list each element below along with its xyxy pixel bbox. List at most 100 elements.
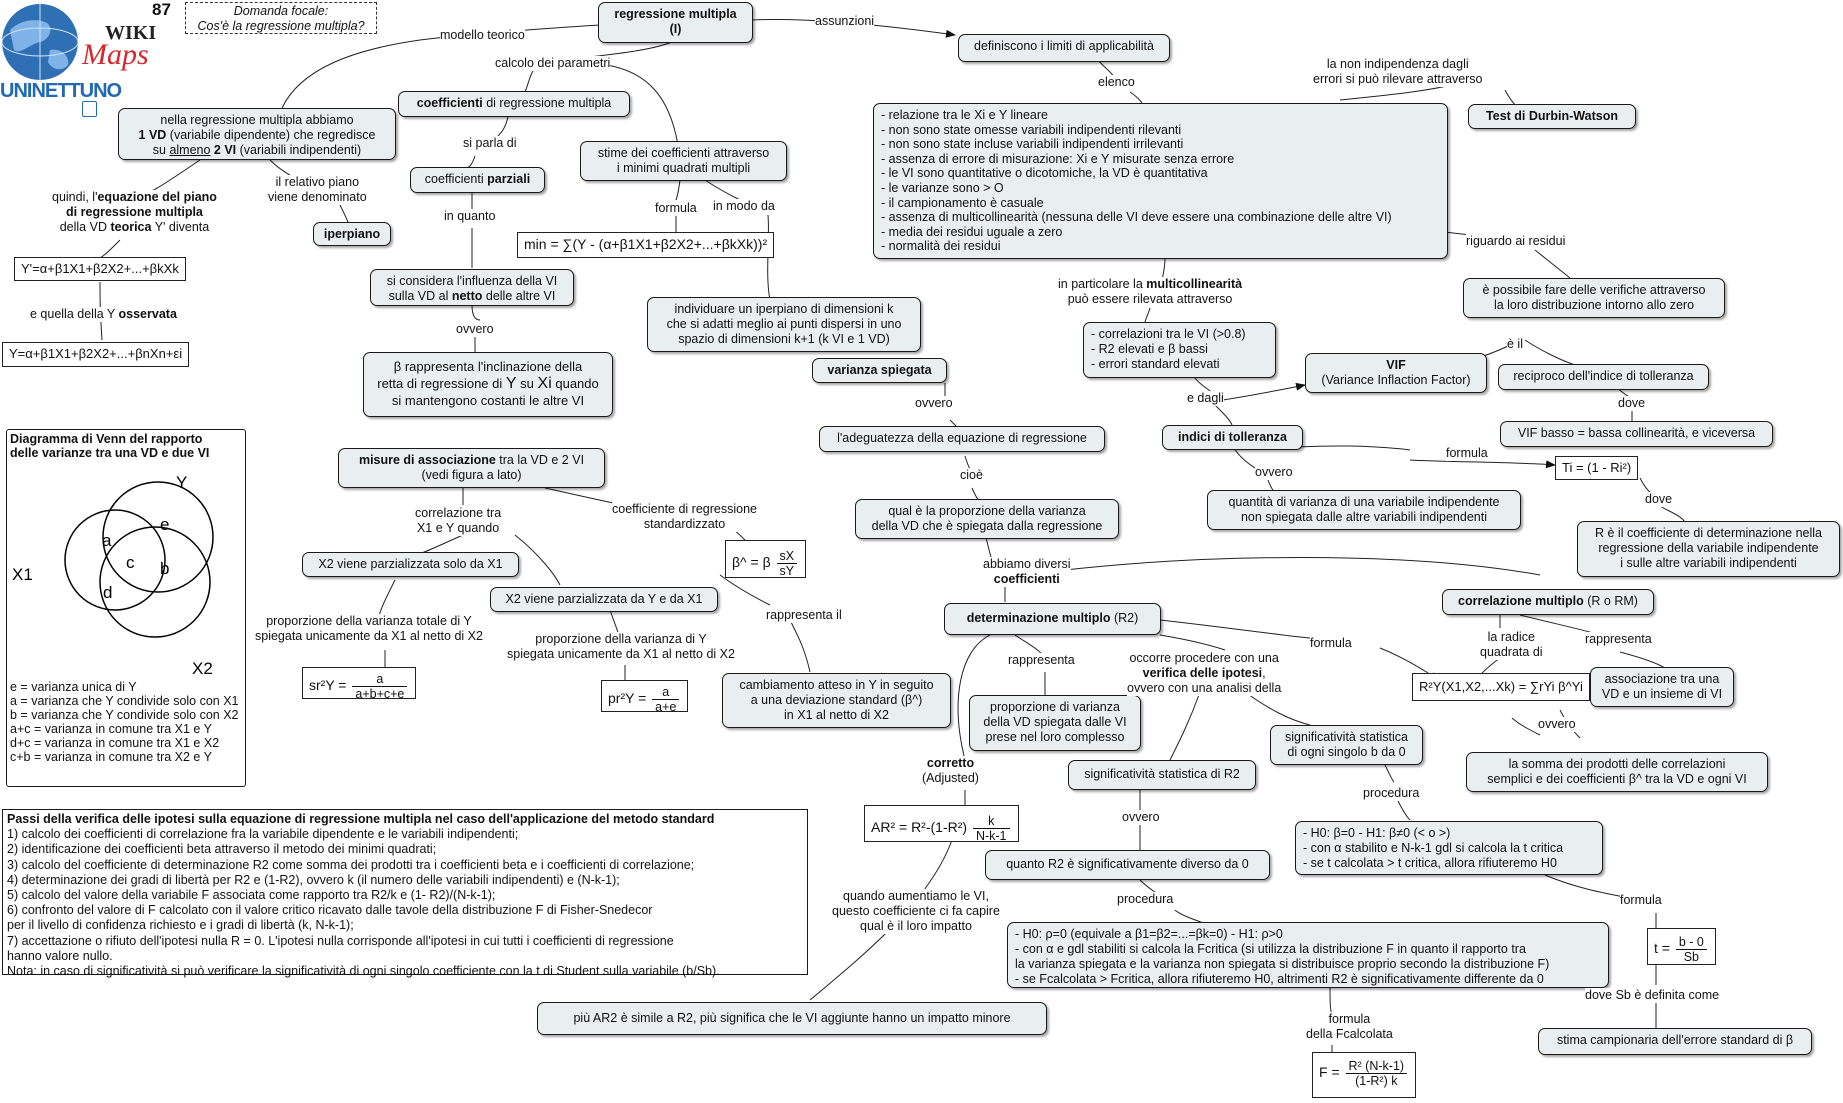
label-e-quella: e quella della Y osservata	[30, 307, 177, 322]
focal-question: Domanda focale: Cos'è la regressione mul…	[185, 2, 377, 34]
node-quanto-r2[interactable]: quanto R2 è significativamente diverso d…	[985, 850, 1270, 880]
node-stime-coefficienti[interactable]: stime dei coefficienti attraverso i mini…	[580, 141, 787, 181]
formula-tolleranza: Ti = (1 - Ri²)	[1555, 456, 1639, 480]
label-ovvero-1: ovvero	[456, 322, 494, 337]
node-multi-indicatori[interactable]: - correlazioni tra le VI (>0.8) - R2 ele…	[1083, 322, 1276, 378]
formula-min: min = ∑(Y - (α+β1X1+β2X2+...+βkXk))²	[517, 232, 775, 258]
label-procedura-2: procedura	[1363, 786, 1420, 801]
node-iperpiano[interactable]: iperpiano	[313, 222, 391, 246]
node-quantita-varianza[interactable]: quantità di varianza di una variabile in…	[1207, 490, 1521, 530]
label-non-indipendenza: la non indipendenza dagli errori si può …	[1313, 57, 1483, 87]
venn-region-a: a	[102, 531, 112, 550]
label-ovvero-r: ovvero	[1538, 717, 1576, 732]
label-dove-2: dove	[1645, 492, 1673, 507]
node-x2-parz-yx1[interactable]: X2 viene parzializzata da Y e da X1	[490, 587, 718, 612]
venn-label-y: Y	[176, 473, 187, 492]
node-r-coefficiente[interactable]: R è il coefficiente di determinazione ne…	[1577, 521, 1840, 577]
venn-circle-y	[102, 481, 214, 593]
node-individuare-iperpiano[interactable]: individuare un iperpiano di dimensioni k…	[647, 297, 921, 352]
label-formula-1: formula	[655, 201, 697, 216]
node-correlazione-multiplo[interactable]: correlazione multiplo (R o RM)	[1442, 589, 1654, 615]
label-abbiamo-diversi: abbiamo diversi coefficienti	[983, 557, 1071, 587]
node-varianza-spiegata[interactable]: varianza spiegata	[812, 358, 947, 383]
formula-y-teorica: Y'=α+β1X1+β2X2+...+βkXk	[14, 257, 186, 281]
formula-f: F = R² (N-k-1)(1-R²) k	[1312, 1052, 1417, 1098]
node-somma-prodotti[interactable]: la somma dei prodotti delle correlazioni…	[1466, 752, 1768, 792]
venn-circle-x2	[99, 526, 211, 638]
node-cambiamento-atteso[interactable]: cambiamento atteso in Y in seguito a una…	[722, 673, 951, 728]
node-durbin-watson[interactable]: Test di Durbin-Watson	[1468, 104, 1636, 129]
node-si-considera[interactable]: si considera l'influenza della VI sulla …	[370, 269, 574, 306]
main-title-node[interactable]: regressione multipla (I)	[598, 2, 753, 43]
node-significativita-r2[interactable]: significatività statistica di R2	[1068, 760, 1256, 790]
label-in-quanto: in quanto	[444, 209, 496, 224]
logo-uninettuno: UNINETTUNO	[0, 80, 122, 102]
label-formula-t: formula	[1620, 893, 1662, 908]
label-elenco: elenco	[1098, 75, 1135, 90]
label-quando-aumentiamo: quando aumentiamo le VI, questo coeffici…	[832, 889, 1000, 934]
venn-circles: Y X1 X2 a e c b d	[12, 473, 214, 678]
node-piu-ar2[interactable]: più AR2 è simile a R2, più significa che…	[537, 1002, 1047, 1035]
label-quindi: quindi, l'equazione del piano di regress…	[52, 190, 217, 235]
label-e-il: è il	[1507, 337, 1523, 352]
node-stima-errore[interactable]: stima campionaria dell'errore standard d…	[1538, 1028, 1812, 1055]
label-radice: la radice quadrata di	[1480, 630, 1543, 660]
node-coefficienti-regressione[interactable]: coefficienti di regressione multipla	[398, 91, 630, 117]
node-reciproco-tolleranza[interactable]: reciproco dell'indice di tolleranza	[1498, 364, 1709, 390]
formula-y-osservata: Y=α+β1X1+β2X2+...+βnXn+εi	[2, 342, 190, 367]
label-proporzione-y: proporzione della varianza di Y spiegata…	[507, 632, 735, 662]
node-indici-tolleranza[interactable]: indici di tolleranza	[1162, 425, 1303, 450]
venn-region-c: c	[126, 553, 135, 572]
label-occorre: occorre procedere con una verifica delle…	[1127, 651, 1282, 696]
venn-circle-x1	[64, 509, 166, 611]
venn-region-b: b	[160, 559, 169, 578]
label-piano: il relativo piano viene denominato	[268, 175, 367, 205]
logo-wiki: WIKI	[105, 22, 157, 44]
node-adeguatezza[interactable]: l'adeguatezza della equazione di regress…	[819, 426, 1105, 452]
node-x2-parz-x1[interactable]: X2 viene parzializzata solo da X1	[302, 552, 519, 577]
label-assunzioni: assunzioni	[815, 14, 875, 29]
node-assunzioni-elenco[interactable]: - relazione tra le Xi e Y lineare - non …	[873, 103, 1448, 259]
label-rappresenta-il: rappresenta il	[766, 608, 842, 623]
node-misure-associazione[interactable]: misure di associazione tra la VD e 2 VI …	[338, 448, 605, 488]
label-formula-f: formula della Fcalcolata	[1306, 1012, 1393, 1042]
node-h0-rho[interactable]: - H0: ρ=0 (equivale a β1=β2=...=βk=0) - …	[1007, 922, 1609, 988]
venn-region-d: d	[103, 583, 112, 602]
accessibility-icon	[82, 101, 97, 117]
wikimaps-logo	[1, 4, 79, 80]
node-beta-inclinazione[interactable]: β rappresenta l'inclinazione della retta…	[363, 352, 613, 417]
label-coeff-standardizzato: coefficiente di regressione standardizza…	[612, 502, 757, 532]
label-correlazione-tra: correlazione tra X1 e Y quando	[415, 506, 502, 536]
node-verifiche-residui[interactable]: è possibile fare delle verifiche attrave…	[1463, 278, 1725, 318]
label-cioe: cioè	[960, 468, 983, 483]
label-ovvero-sig: ovvero	[1122, 810, 1160, 825]
label-si-parla-di: si parla di	[463, 136, 517, 151]
venn-diagram-box: Diagramma di Venn del rapporto delle var…	[6, 429, 246, 787]
node-vif-basso[interactable]: VIF basso = bassa collinearità, e viceve…	[1500, 421, 1773, 447]
page-number: 87	[152, 0, 171, 19]
formula-r2-somma: R²Y(X1,X2,...Xk) = ∑rYi β^Yi	[1412, 673, 1590, 701]
node-significativita-singolo[interactable]: significatività statistica di ogni singo…	[1270, 725, 1423, 765]
label-dove-sb: dove Sb è definita come	[1585, 988, 1720, 1003]
node-proporzione-varianza[interactable]: qual è la proporzione della varianza del…	[855, 499, 1119, 539]
label-formula-r2: formula	[1310, 636, 1352, 651]
node-determinazione-multiplo[interactable]: determinazione multiplo (R2)	[944, 603, 1161, 635]
label-calcolo-parametri: calcolo dei parametri	[495, 56, 611, 71]
node-vd-intro[interactable]: nella regressione multipla abbiamo 1 VD …	[118, 108, 396, 160]
label-rappresenta-1: rappresenta	[1008, 653, 1075, 668]
node-vif[interactable]: VIF (Variance Inflaction Factor)	[1305, 353, 1487, 393]
node-proporzione-varianza-vd[interactable]: proporzione di varianza della VD spiegat…	[969, 695, 1141, 751]
node-associazione-vd-vi[interactable]: associazione tra una VD e un insieme di …	[1590, 667, 1734, 707]
label-ovvero-2: ovvero	[915, 396, 953, 411]
node-h0-beta[interactable]: - H0: β=0 - H1: β≠0 (< o >) - con α stab…	[1295, 821, 1603, 875]
venn-region-e: e	[160, 515, 169, 534]
node-limiti-applicabilita[interactable]: definiscono i limiti di applicabilità	[958, 34, 1170, 62]
label-corretto: corretto (Adjusted)	[922, 756, 979, 786]
label-modello-teorico: modello teorico	[440, 28, 525, 43]
logo-maps: Maps	[82, 38, 149, 71]
node-coefficienti-parziali[interactable]: coefficienti parziali	[410, 167, 545, 193]
